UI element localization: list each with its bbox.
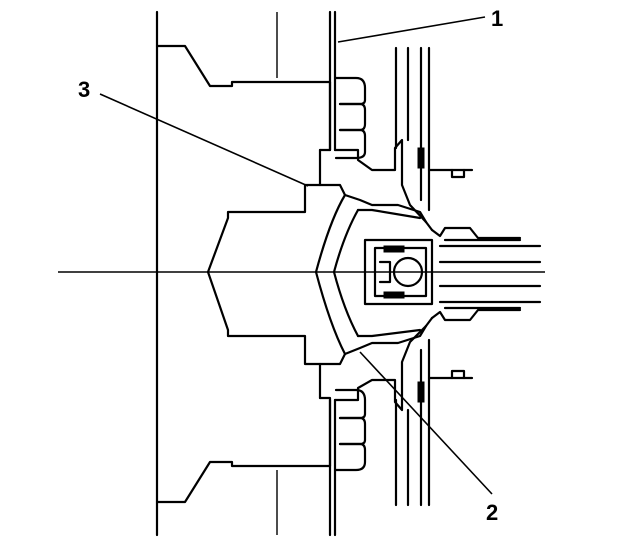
callout-leaders [99, 16, 493, 495]
flywheel-bolts [334, 76, 367, 472]
callout-label-3: 3 [78, 77, 90, 102]
hub-spacer [314, 183, 428, 366]
upper-bolt [334, 76, 367, 160]
lower-bolt [334, 388, 367, 472]
leader-line-1 [337, 16, 486, 43]
leader-line-3 [99, 93, 309, 187]
torque-converter [394, 46, 542, 507]
callout-label-2: 2 [486, 500, 498, 525]
callout-label-1: 1 [491, 6, 503, 31]
flexplate [328, 10, 434, 537]
leader-line-2 [359, 351, 493, 495]
crankshaft-flange [155, 44, 332, 504]
engine-housing [155, 10, 278, 537]
